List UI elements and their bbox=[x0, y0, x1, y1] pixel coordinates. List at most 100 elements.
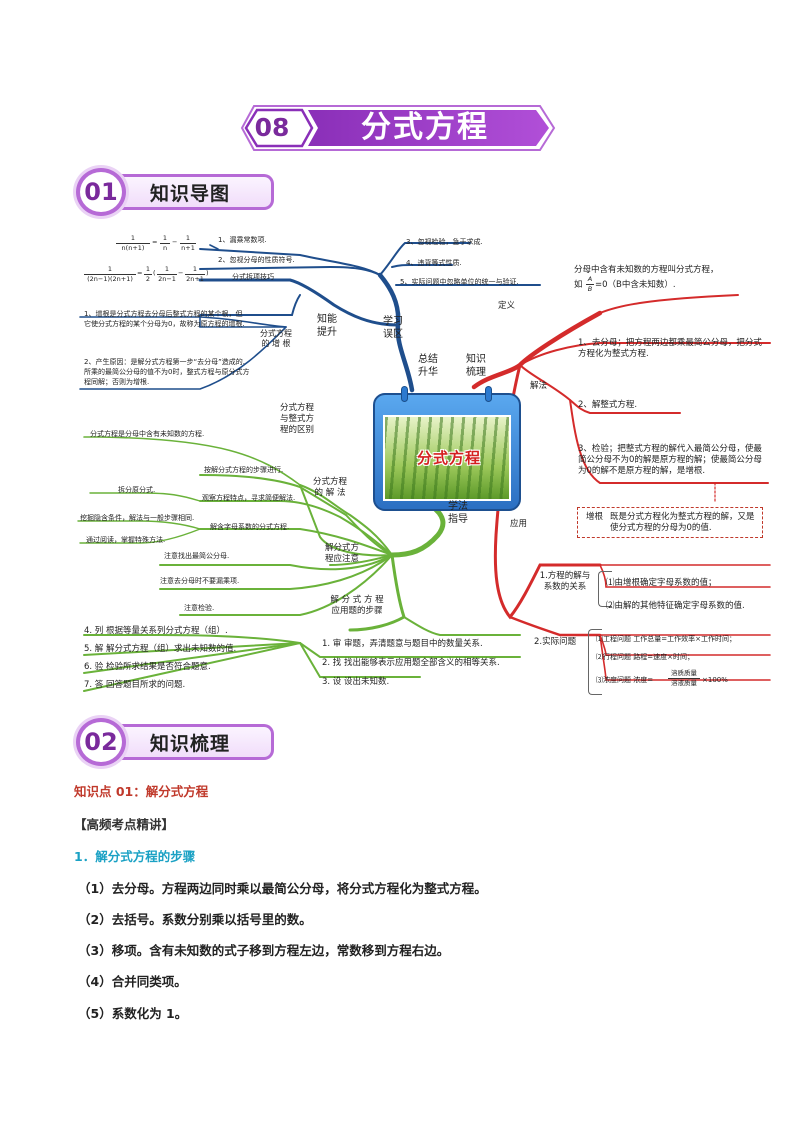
formula1-b-num: 1 bbox=[185, 234, 191, 242]
section-title-bar: 知识导图 bbox=[120, 174, 274, 210]
caution-label: 解分式方 程应注意 bbox=[324, 543, 359, 564]
definition-example-pre: 如 bbox=[574, 280, 583, 290]
formula2-paren-close: ) bbox=[206, 269, 209, 277]
param-label: 1.方程的解与 系数的关系 bbox=[539, 571, 591, 592]
definition-example-num: A bbox=[587, 275, 593, 283]
extraneous-root-item-2: 2、产生原因：是解分式方程第一步“去分母”造成的.所乘的最简公分母的值不为0时，… bbox=[84, 358, 250, 386]
formula1-a-den: n bbox=[160, 243, 170, 252]
calendar-ring bbox=[485, 386, 492, 402]
caution-item-3: 注意检验. bbox=[184, 604, 215, 612]
definition-text: 分母中含有未知数的方程叫分式方程， bbox=[574, 265, 719, 275]
extraneous-root-note bbox=[577, 507, 763, 538]
solve-label: 分式方程 的 解 法 bbox=[312, 477, 347, 498]
body-step-5: （5）系数化为 1。 bbox=[78, 1006, 188, 1021]
concentration-den: 溶液质量 bbox=[668, 678, 700, 687]
section-header-01: 知识导图 01 bbox=[76, 168, 276, 216]
caution-item-1: 注意找出最简公分母. bbox=[164, 552, 230, 560]
concentration-post: ×100% bbox=[702, 676, 728, 684]
concentration-num: 溶质质量 bbox=[671, 669, 697, 677]
concentration-pre: ⑶浓度问题 浓度= bbox=[596, 676, 654, 684]
knowledge-label: 知识 梳理 bbox=[466, 354, 486, 378]
body-step-1: （1）去分母。方程两边同时乘以最简公分母，将分式方程化为整式方程。 bbox=[78, 881, 487, 896]
section-number: 01 bbox=[84, 178, 118, 206]
param-brace bbox=[598, 571, 612, 607]
method-label: 学法 指导 bbox=[448, 501, 468, 525]
formula2-lhs-num: 1 bbox=[107, 265, 113, 273]
practical-item-1: ⑴工程问题 工作总量=工作效率×工作时间； bbox=[596, 635, 736, 643]
mistake-item-5: 5、实际问题中忽略单位的统一与验证. bbox=[400, 278, 519, 286]
formula1-minus: − bbox=[172, 238, 178, 246]
param-item-1: ⑴由增根确定字母系数的值； bbox=[606, 578, 717, 588]
section-number-badge: 02 bbox=[76, 718, 126, 766]
formula1-lhs-num: 1 bbox=[130, 234, 136, 242]
solve-item-2: 观察方程特点，寻求简便解法. bbox=[202, 494, 296, 502]
definition-example-post: =0（B中含未知数）. bbox=[595, 280, 676, 290]
mind-map-branches bbox=[77, 242, 771, 692]
formula2-a-den: 2n−1 bbox=[157, 274, 177, 283]
formula2-k-num: 1 bbox=[145, 265, 151, 273]
center-title: 分式方程 bbox=[416, 449, 481, 467]
solve-item-1: 按解分式方程的步骤进行. bbox=[204, 466, 284, 474]
definition-label: 定义 bbox=[498, 301, 516, 311]
formula2-equals: = bbox=[137, 269, 143, 277]
difference-text: 分式方程是分母中含有未知数的方程. bbox=[90, 430, 205, 438]
section-title-bar: 知识梳理 bbox=[120, 724, 274, 760]
solution-step-3: 3、检验；把整式方程的解代入最简公分母，使最简公分母不为0的解是原方程的解；使最… bbox=[578, 444, 762, 476]
mistake-item-3: 3、忽视检验，急于求成. bbox=[406, 238, 483, 246]
section-number: 02 bbox=[84, 728, 118, 756]
chapter-number: 08 bbox=[254, 113, 290, 142]
solve-sub-a: 拆分原分式. bbox=[118, 486, 156, 494]
extraneous-root-item-1: 1、增根是分式方程去分母后整式方程的某个根，但它使分式方程的某个分母为0，故称为… bbox=[84, 310, 245, 328]
solution-label: 解法 bbox=[530, 381, 548, 391]
step-left-6: 6. 验 检验所求结果是否符合题意. bbox=[84, 662, 211, 672]
formula2-b-den: 2n+1 bbox=[185, 274, 205, 283]
step-left-5: 5. 解 解分式方程（组）求出未知数的值. bbox=[84, 644, 237, 654]
calendar-ring bbox=[401, 386, 408, 402]
difference-label: 分式方程 与整式方 程的区别 bbox=[279, 403, 314, 435]
formula2-minus: − bbox=[178, 269, 184, 277]
step-right-3: 3. 设 设出未知数. bbox=[322, 677, 390, 687]
formula2-paren-open: ( bbox=[153, 269, 156, 277]
practical-label: 2.实际问题 bbox=[534, 637, 577, 647]
chapter-banner: 08 分式方程 bbox=[240, 102, 556, 154]
note-key: 增根 bbox=[586, 512, 604, 522]
knowledge-point-heading: 知识点 01：解分式方程 bbox=[74, 784, 209, 799]
mind-map: 总结 升华 学习 误区 3、忽视检验，急于求成. 4、违背等式性质. 5、实际问… bbox=[0, 225, 794, 695]
solve-item-3: 解含字母系数的分式方程. bbox=[210, 523, 290, 531]
practical-item-2: ⑵行程问题 路程=速度×时间； bbox=[596, 653, 694, 661]
formula2-k-den: 2 bbox=[144, 274, 152, 283]
step-left-4: 4. 列 根据等量关系列分式方程（组）. bbox=[84, 626, 228, 636]
formula1-a-num: 1 bbox=[162, 234, 168, 242]
section-title: 知识梳理 bbox=[150, 733, 231, 755]
improve-label: 知能 提升 bbox=[317, 314, 337, 338]
banner-shape bbox=[240, 105, 556, 151]
formula1-lhs-den: n(n+1) bbox=[116, 243, 150, 252]
solve-sub-c: 通过阅读，掌握特殊方法. bbox=[86, 536, 166, 544]
improve-item-1: 1、漏乘常数项. bbox=[218, 236, 267, 244]
improve-item-2: 2、忽视分母的性质符号. bbox=[218, 256, 295, 264]
solve-sub-b: 挖掘隐含条件，解法与一般步骤相同. bbox=[80, 514, 195, 522]
bamboo-picture: 分式方程 bbox=[383, 415, 511, 501]
solution-step-2: 2、解整式方程. bbox=[578, 400, 638, 410]
step-right-2: 2. 找 找出能够表示应用题全部含义的相等关系. bbox=[322, 658, 500, 668]
solution-step-1: 1、去分母；把方程两边都乘最简公分母，把分式方程化为整式方程. bbox=[578, 338, 762, 359]
body-step-4: （4）合并同类项。 bbox=[78, 974, 187, 989]
subheading: 1．解分式方程的步骤 bbox=[74, 849, 196, 864]
practical-brace bbox=[588, 629, 602, 695]
param-item-2: ⑵由解的其他特征确定字母系数的值. bbox=[606, 601, 745, 611]
step-right-1: 1. 审 审题，弄清题意与题目中的数量关系. bbox=[322, 639, 483, 649]
mistake-item-4: 4、违背等式性质. bbox=[406, 259, 462, 267]
section-title: 知识导图 bbox=[150, 183, 231, 205]
formula2-lhs-den: (2n−1)(2n+1) bbox=[84, 274, 136, 283]
section-number-badge: 01 bbox=[76, 168, 126, 216]
note-text: 既是分式方程化为整式方程的解，又是使分式方程的分母为0的值. bbox=[610, 512, 755, 533]
extraneous-root-label: 分式方程 的 增 根 bbox=[260, 329, 292, 348]
split-technique-label: 分式拆项技巧 bbox=[232, 273, 274, 281]
formula2-a-num: 1 bbox=[164, 265, 170, 273]
body-step-3: （3）移项。含有未知数的式子移到方程左边，常数移到方程右边。 bbox=[78, 943, 450, 958]
step-left-7: 7. 答 回答题目所求的问题. bbox=[84, 680, 186, 690]
formula1-b-den: n+1 bbox=[180, 243, 196, 252]
chapter-title: 分式方程 bbox=[361, 110, 489, 145]
formula2-b-num: 1 bbox=[192, 265, 198, 273]
formula1-equals: = bbox=[152, 238, 158, 246]
